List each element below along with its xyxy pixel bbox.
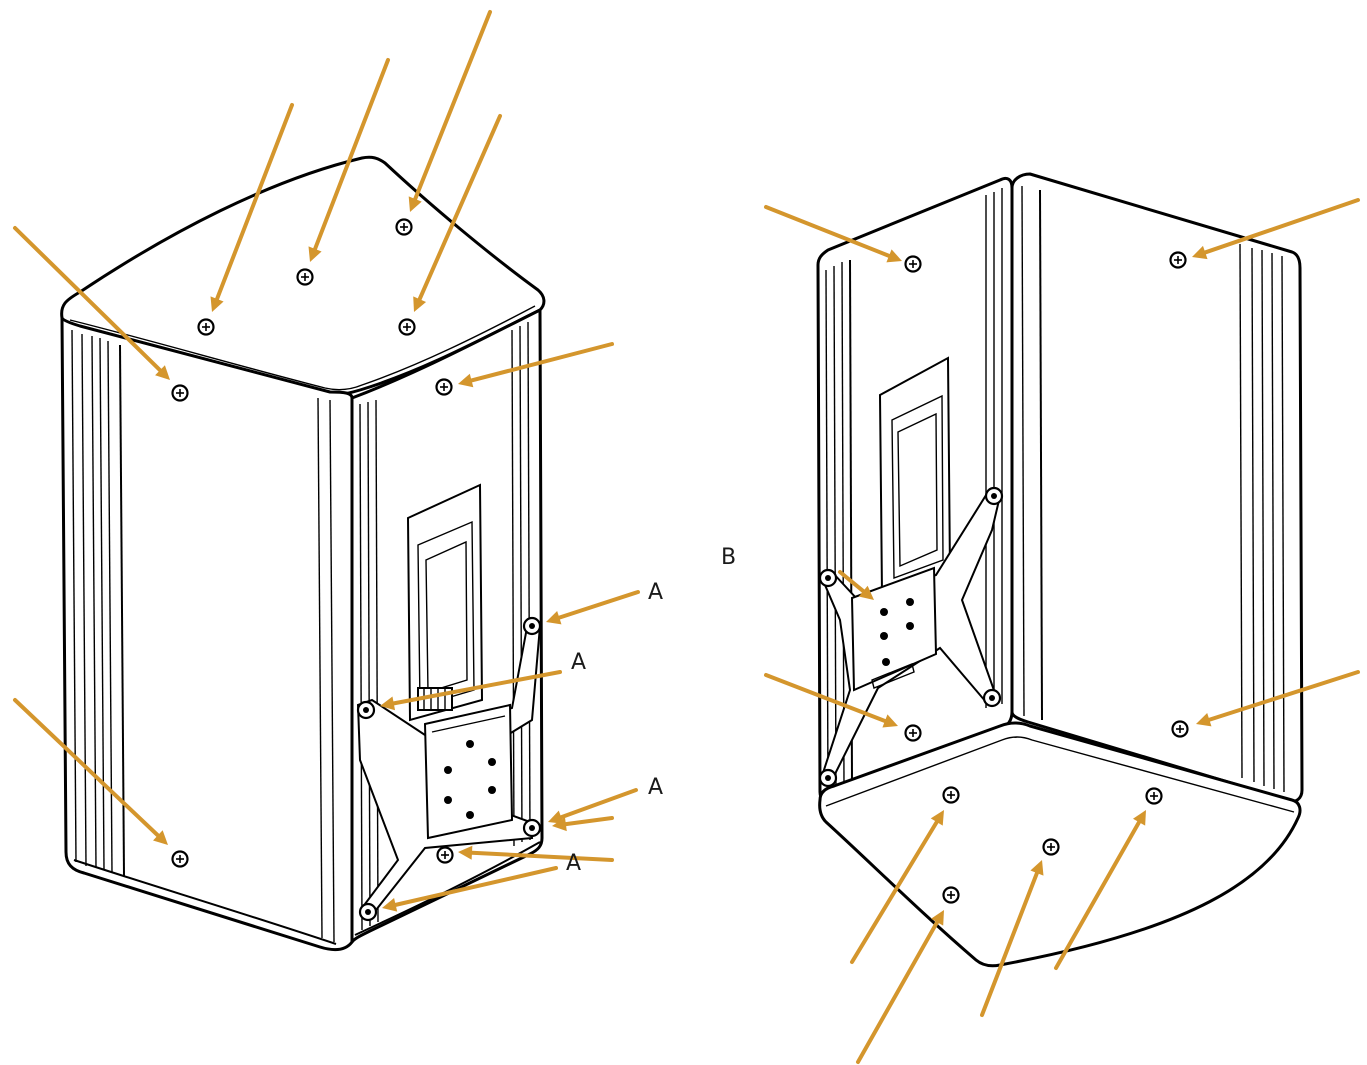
arrow-head [930,810,944,826]
arrow-head [408,196,422,212]
arrow-head [1196,713,1212,727]
arrow-head [413,296,427,312]
arrow-head [546,611,562,625]
arrow-head [1030,860,1044,876]
left-mount-plate [423,703,514,840]
callout-label-a-3: A [648,775,663,800]
arrow-head [458,373,474,388]
pointer-arrows [13,10,1360,1064]
arrow-shaft [469,342,614,383]
callout-label-a-1: A [648,580,663,605]
arrow-head [210,296,224,312]
arrow-shaft [417,114,502,302]
right-handle-recess [878,356,952,596]
arrow-shaft [313,58,390,251]
callout-label-b: B [721,545,736,570]
speaker-right-view [816,172,1304,968]
arrow-shaft [215,103,294,301]
arrow-head [308,246,322,262]
arrow-head [1192,245,1208,260]
arrow-head [858,585,874,600]
arrow-shaft [557,590,640,620]
arrow-head [882,714,898,728]
arrow-shaft [391,670,562,706]
arrow-shaft [856,920,940,1064]
arrow-head [380,696,396,711]
arrow-shaft [413,10,492,202]
arrow-shaft [469,850,614,862]
arrow-shaft [850,819,939,964]
arrow-head [552,817,567,832]
arrow-shaft [1207,670,1360,722]
arrow-head [153,830,168,845]
arrow-shaft [838,570,866,594]
arrow-shaft [764,673,887,723]
speaker-left-view [60,155,546,952]
arrow-head [1132,810,1146,826]
arrow-head [458,845,473,860]
arrow-shaft [13,698,160,838]
arrow-shaft [563,816,614,827]
callout-label-a-2: A [571,650,586,675]
right-right-face [1010,172,1304,803]
arrow-head [931,910,944,926]
arrow-shaft [393,866,558,907]
arrow-head [886,249,902,263]
arrow-shaft [1054,820,1142,970]
callout-label-a-4: A [566,851,581,876]
arrow-head [155,365,170,380]
right-bottom-face [818,721,1302,968]
arrow-shaft [1203,198,1360,255]
arrow-shaft [764,205,891,258]
arrow-shaft [980,871,1039,1017]
arrow-shaft [13,226,163,373]
arrow-head [382,898,398,912]
arrow-head [548,810,564,824]
arrow-shaft [559,788,638,820]
left-front-face [60,316,354,952]
